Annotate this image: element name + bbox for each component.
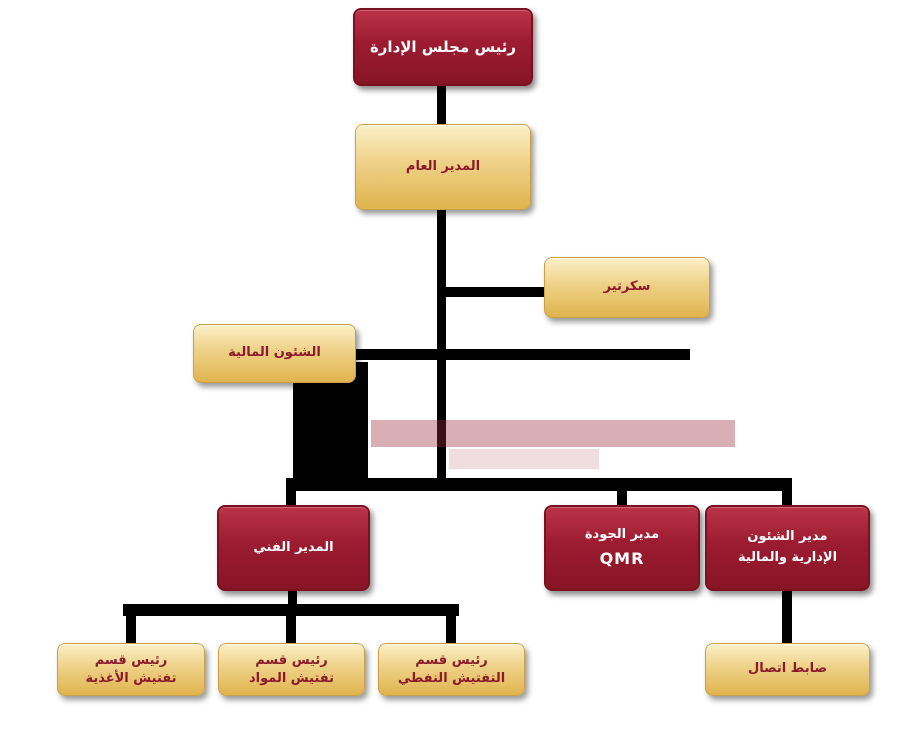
connector-drop-materials <box>286 604 296 648</box>
node-financial-affairs: الشئون المالية <box>193 324 356 383</box>
watermark-band-1 <box>371 420 735 447</box>
node-liaison-officer: ضابط اتصال <box>705 643 870 696</box>
connector-drop-quality <box>617 478 627 512</box>
node-financial-affairs-label: الشئون المالية <box>228 345 321 361</box>
node-admin-financial-manager-label-1: مدير الشئون <box>747 529 828 545</box>
node-chairman-label: رئيس مجلس الإدارة <box>369 38 517 56</box>
node-oil-inspection-head-label-2: التفتيش النفطي <box>397 670 506 686</box>
connector-secretary <box>441 287 551 297</box>
node-general-manager-label: المدير العام <box>405 158 481 174</box>
node-food-inspection-head: رئيس قسم تفتيش الأغذية <box>57 643 205 696</box>
connector-admin-liaison <box>782 586 792 648</box>
node-secretary: سكرتير <box>544 257 710 318</box>
node-food-inspection-head-label-2: تفتيش الأغذية <box>85 670 177 686</box>
node-admin-financial-manager: مدير الشئون الإدارية والمالية <box>705 505 870 591</box>
node-general-manager: المدير العام <box>355 124 531 210</box>
node-secretary-label: سكرتير <box>603 279 651 295</box>
connector-gm-main <box>437 205 446 491</box>
watermark-band-2 <box>449 449 599 469</box>
node-materials-inspection-head-label-1: رئيس قسم <box>255 652 328 668</box>
connector-main-horizontal <box>286 478 792 491</box>
connector-drop-technical <box>286 478 296 512</box>
connector-financial <box>350 349 690 360</box>
node-admin-financial-manager-label-2: الإدارية والمالية <box>737 550 838 565</box>
node-food-inspection-head-label-1: رئيس قسم <box>94 652 168 668</box>
connector-drop-admin <box>782 478 792 512</box>
connector-chairman-gm <box>437 80 446 130</box>
node-oil-inspection-head: رئيس قسم التفتيش النفطي <box>378 643 525 696</box>
node-quality-manager: مدير الجودة QMR <box>544 505 700 591</box>
node-quality-manager-label-2: QMR <box>599 548 645 568</box>
node-technical-manager: المدير الفني <box>217 505 370 591</box>
node-chairman: رئيس مجلس الإدارة <box>353 8 533 86</box>
node-liaison-officer-label: ضابط اتصال <box>747 661 828 677</box>
node-technical-manager-label: المدير الفني <box>253 539 334 555</box>
node-quality-manager-label-1: مدير الجودة <box>584 526 660 542</box>
node-materials-inspection-head-label-2: تفتيش المواد <box>248 670 335 686</box>
node-oil-inspection-head-label-1: رئيس قسم <box>415 652 488 668</box>
node-materials-inspection-head: رئيس قسم تفتيش المواد <box>218 643 365 696</box>
connector-drop-food <box>126 604 136 648</box>
connector-technical-sub <box>288 586 297 614</box>
connector-drop-oil <box>446 604 456 648</box>
